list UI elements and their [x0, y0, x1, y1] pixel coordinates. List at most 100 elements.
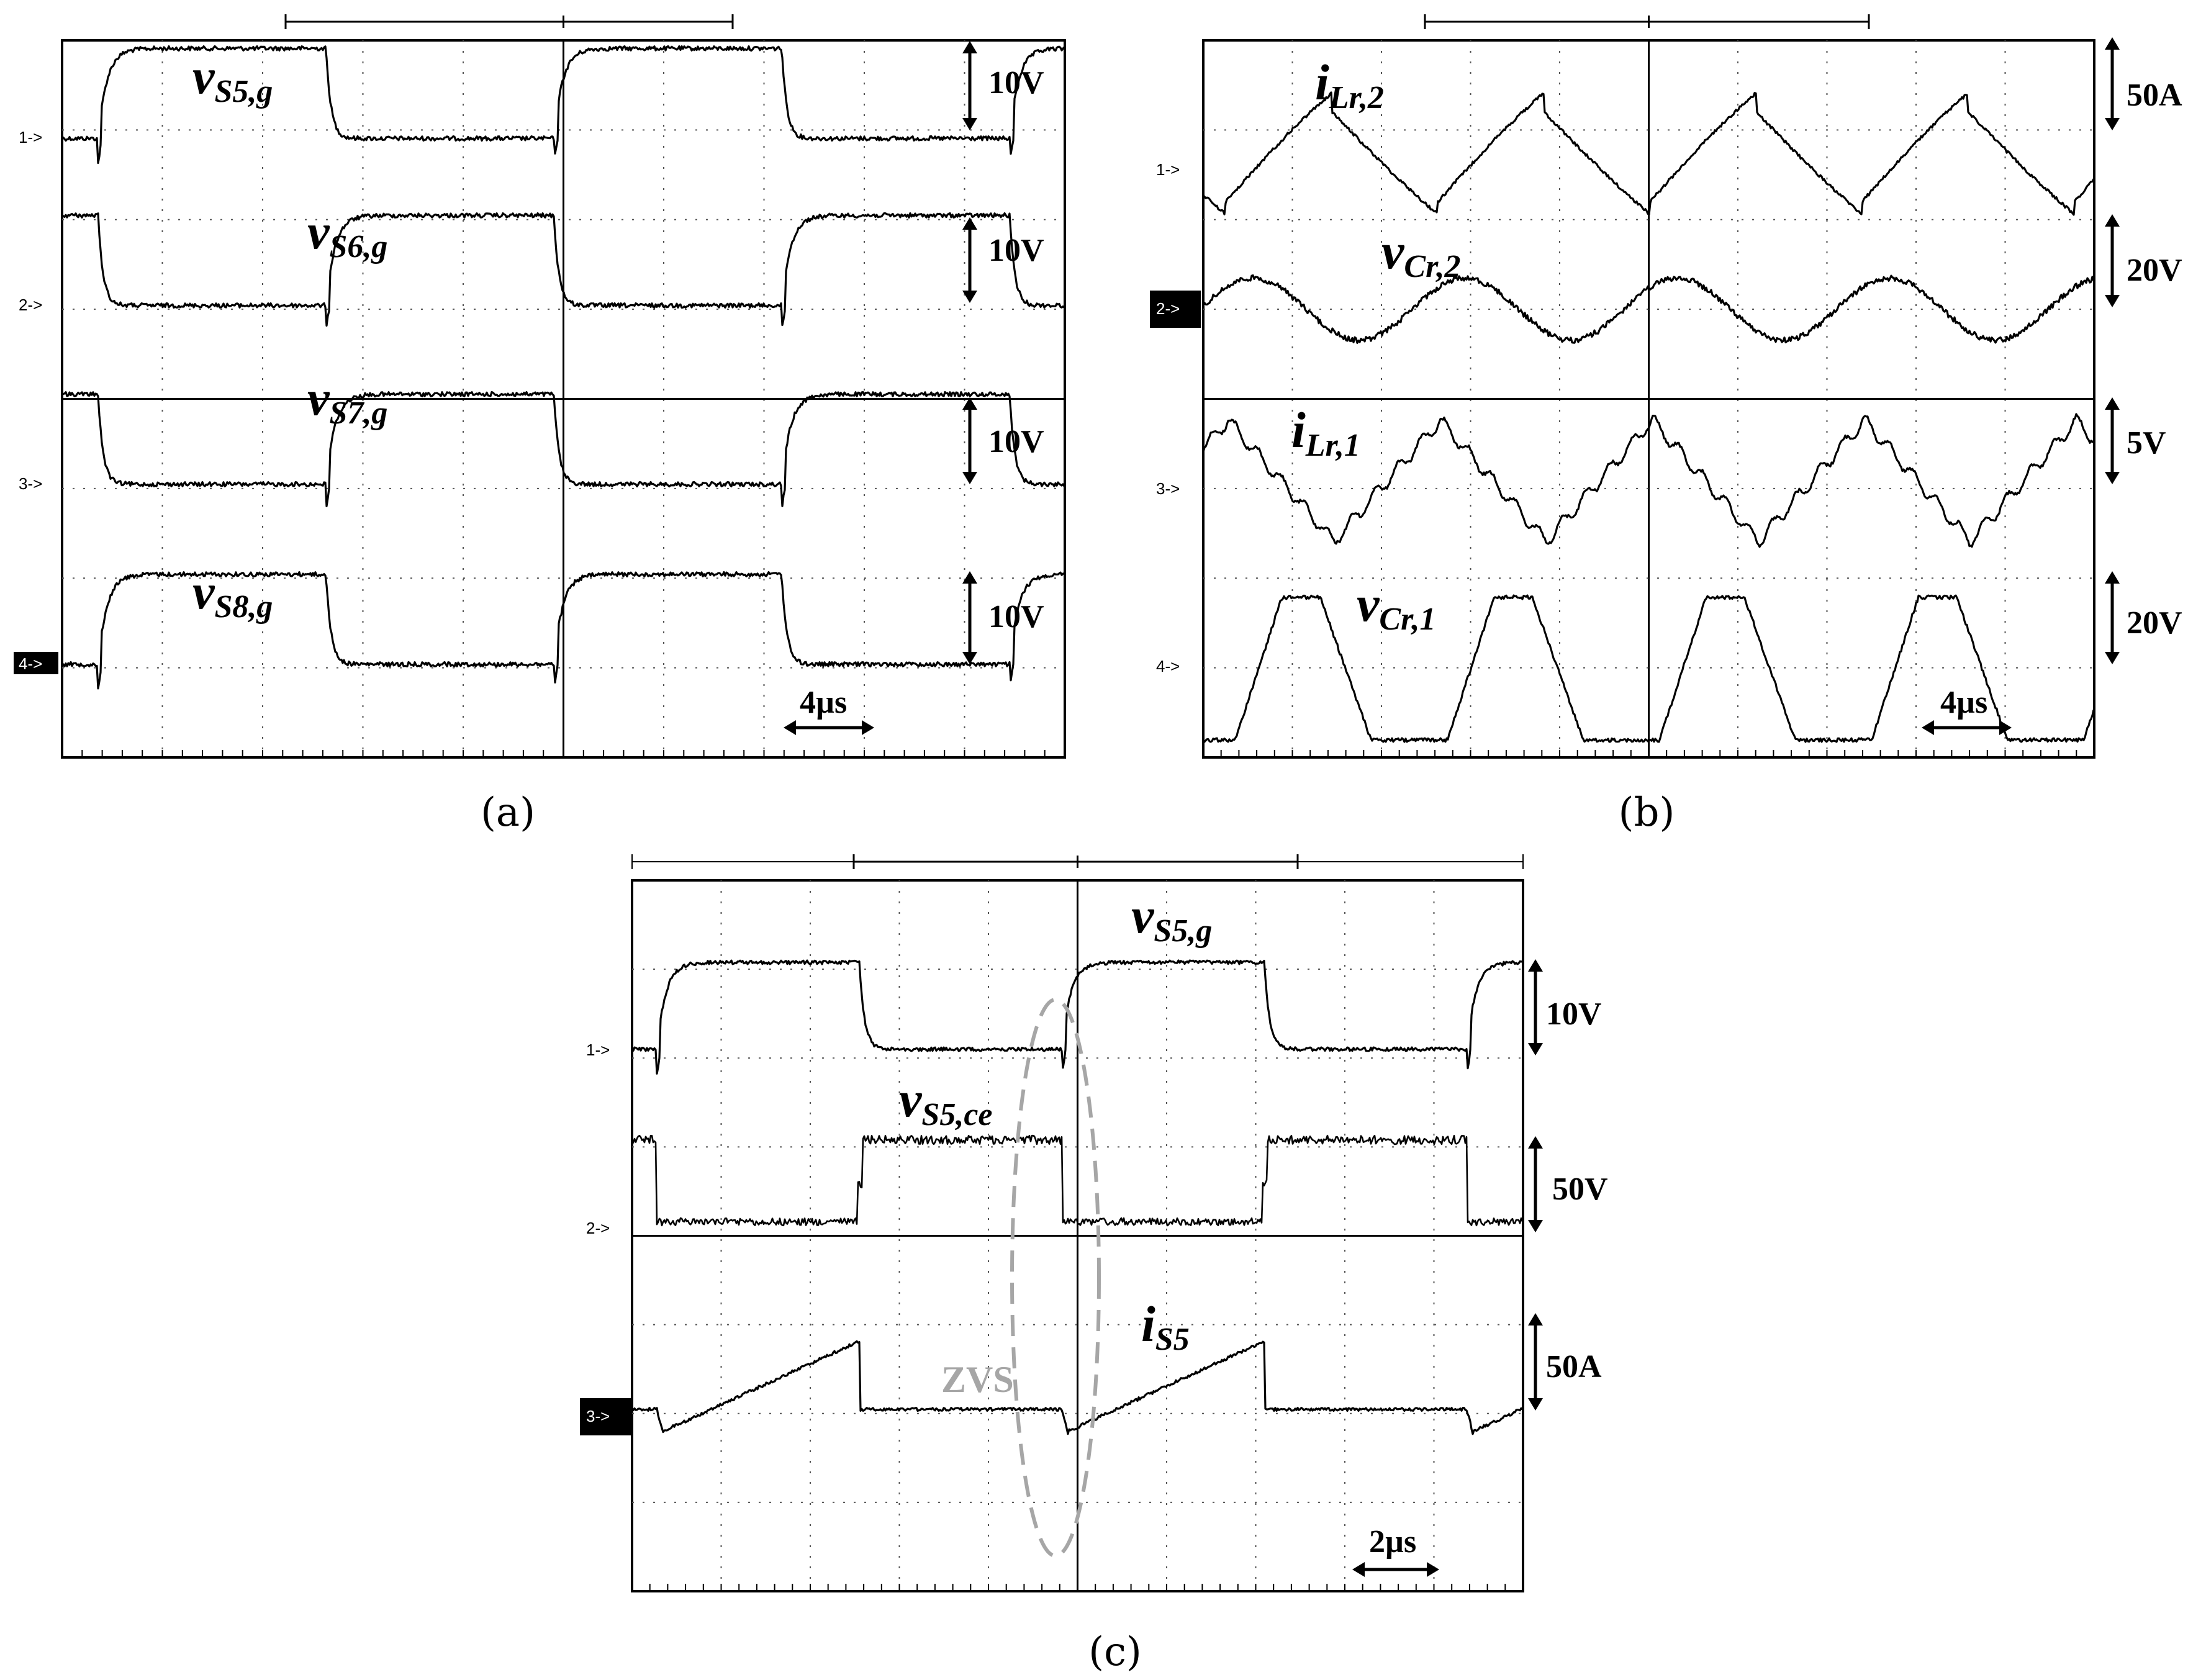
panel-c-time-arrow-head [1352, 1562, 1365, 1577]
panel-a-scale-arrow-4-head [962, 652, 977, 664]
panel-a-grid [61, 14, 1066, 759]
panel-b-scale-arrow-4-head [2105, 652, 2120, 664]
waveform-v-cr1 [1202, 594, 2095, 743]
panel-a-scale-arrow-1-head [962, 118, 977, 130]
panel-a-time-arrow-head [862, 720, 874, 735]
panel-c-oscilloscope: 1-> 2-> 3-> vS5,g vS5,ce iS5 10V 50V 50A… [580, 854, 1608, 1675]
panel-a-marker-3: 3-> [19, 474, 42, 493]
waveform-v-s5-ce [631, 1134, 1524, 1227]
panel-c-scale-arrow-1-head [1528, 1043, 1543, 1055]
panel-b-time-arrow-head [1922, 720, 1934, 735]
panel-c-waveforms [631, 959, 1524, 1435]
panel-a-marker-2: 2-> [19, 296, 42, 314]
panel-a-label-vs7g: vS7,g [307, 371, 387, 431]
panel-c-scale-3: 50A [1546, 1349, 1602, 1384]
panel-a-scale-arrow-3-head [962, 397, 977, 410]
panel-c-label-is5: iS5 [1141, 1296, 1190, 1357]
panel-a-marker-1: 1-> [19, 128, 42, 147]
panel-b-scale-2: 20V [2127, 253, 2182, 288]
panel-b-label-ilr1: iLr,1 [1291, 402, 1360, 463]
panel-a-label-vs5g: vS5,g [192, 50, 273, 109]
panel-b-scale-arrow-3-head [2105, 472, 2120, 484]
waveform-i-s5 [631, 1340, 1524, 1435]
panel-c-grid [631, 854, 1524, 1592]
panel-a-scale-4: 10V [988, 599, 1044, 635]
panel-c-marker-1: 1-> [586, 1041, 610, 1059]
panel-a-marker-4: 4-> [19, 654, 42, 673]
panel-c-time-scale: 2µs [1369, 1524, 1416, 1560]
panel-b-scale-arrow-2-head [2105, 295, 2120, 307]
panel-b-time-scale: 4µs [1940, 685, 1987, 720]
panel-b-oscilloscope: 1-> 2-> 3-> 4-> iLr,2 vCr,2 iLr,1 vCr,1 … [1150, 14, 2182, 836]
panel-c-label-vs5g: vS5,g [1131, 887, 1212, 949]
panel-a-scale-bars: 10V 10V 10V 10V [962, 41, 1044, 664]
panel-b-scale-3: 5V [2127, 425, 2166, 461]
panel-b-scale-arrow-1-head [2105, 37, 2120, 50]
panel-c-marker-2: 2-> [586, 1219, 610, 1237]
panel-b-label-vcr1: vCr,1 [1357, 576, 1435, 637]
panel-b-marker-2-box [1150, 291, 1201, 328]
waveform-i-lr1 [1202, 413, 2094, 548]
panel-b-scale-1: 50A [2127, 78, 2182, 113]
panel-c-marker-3: 3-> [586, 1407, 610, 1425]
panel-c-scale-arrow-2-head [1528, 1136, 1543, 1149]
panel-a-trace-labels: vS5,g vS6,g vS7,g vS8,g [192, 50, 387, 625]
panel-c-trace-labels: vS5,g vS5,ce iS5 [899, 887, 1212, 1357]
waveform-v-cr2 [1202, 274, 2095, 345]
panel-a-scale-1: 10V [988, 65, 1044, 101]
panel-c-scale-arrow-3-head [1528, 1313, 1543, 1325]
panel-b-grid [1202, 14, 2095, 759]
panel-b-label-vcr2: vCr,2 [1381, 223, 1460, 284]
panel-b-scale-bars: 50A 20V 5V 20V [2105, 37, 2182, 664]
panel-a-marker-4-box [14, 652, 58, 674]
panel-c-scale-2: 50V [1552, 1172, 1608, 1207]
waveform-vs5-g [61, 45, 1065, 165]
waveform-vs7-g [61, 391, 1065, 508]
panel-b-marker-2: 2-> [1156, 299, 1180, 318]
panel-a-scale-arrow-3-head [962, 472, 977, 484]
panel-a-scale-arrow-2-head [962, 291, 977, 303]
waveform-v-s5-g [631, 959, 1523, 1075]
panel-c-scale-arrow-2-head [1528, 1220, 1543, 1232]
panel-a-scale-arrow-4-head [962, 571, 977, 584]
panel-b-scale-arrow-4-head [2105, 571, 2120, 584]
waveform-i-lr2 [1202, 91, 2095, 216]
panel-b-waveforms [1202, 91, 2095, 743]
panel-c-scale-arrow-1-head [1528, 959, 1543, 972]
panel-c-time-arrow-head [1427, 1562, 1439, 1577]
panel-c-marker-3-box [580, 1398, 631, 1435]
panel-a-time-arrow-head [784, 720, 796, 735]
waveform-vs6-g [61, 212, 1065, 327]
panel-b-scale-arrow-3-head [2105, 397, 2120, 410]
panel-c-scale-bars: 10V 50V 50A [1528, 959, 1608, 1411]
panel-c-scale-arrow-3-head [1528, 1398, 1543, 1411]
panel-a-label-vs6g: vS6,g [307, 205, 387, 264]
panel-a-channel-markers: 1-> 2-> 3-> 4-> [14, 128, 58, 674]
panel-b-label-ilr2: iLr,2 [1315, 54, 1384, 115]
panel-a-waveforms [61, 45, 1065, 690]
panel-b-scale-arrow-2-head [2105, 214, 2120, 227]
panel-c-label-vs5ce: vS5,ce [899, 1071, 993, 1132]
panel-b-scale-arrow-1-head [2105, 118, 2120, 130]
panel-c-channel-markers: 1-> 2-> 3-> [580, 1041, 631, 1435]
panel-b-trace-labels: iLr,2 vCr,2 iLr,1 vCr,1 [1291, 54, 1460, 637]
panel-a-time-scale: 4µs [800, 685, 847, 720]
panel-a-oscilloscope: 1-> 2-> 3-> 4-> vS5,g vS6,g vS7,g vS8,g … [14, 14, 1066, 836]
waveform-vs8-g [61, 571, 1065, 690]
panel-c-scale-1: 10V [1546, 996, 1602, 1032]
panel-a-scale-2: 10V [988, 233, 1044, 268]
panel-b-scale-4: 20V [2127, 605, 2182, 641]
panel-a-label-vs8g: vS8,g [192, 565, 273, 625]
panel-b-channel-markers: 1-> 2-> 3-> 4-> [1150, 160, 1201, 675]
panel-a-scale-arrow-2-head [962, 217, 977, 230]
panel-a-caption: (a) [481, 790, 535, 836]
panel-b-marker-1: 1-> [1156, 160, 1180, 179]
panel-a-scale-3: 10V [988, 424, 1044, 459]
panel-b-marker-4: 4-> [1156, 657, 1180, 675]
zvs-annotation: ZVS [941, 1359, 1014, 1400]
panel-b-caption: (b) [1619, 790, 1675, 836]
panel-c-caption: (c) [1088, 1629, 1142, 1675]
zvs-ellipse [1010, 998, 1101, 1558]
panel-a-scale-arrow-1-head [962, 41, 977, 53]
